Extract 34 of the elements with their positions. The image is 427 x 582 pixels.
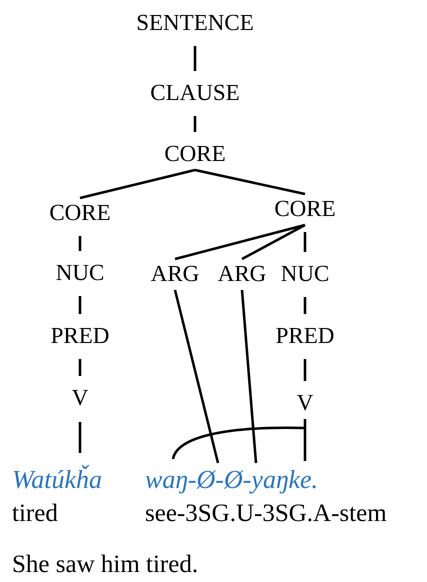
- tree-node-label: V: [296, 390, 314, 416]
- tree-node-label: CLAUSE: [150, 80, 240, 106]
- tree-node-label: ARG: [150, 261, 200, 287]
- tree-branch: [172, 418, 306, 462]
- tree-branch: [194, 46, 196, 71]
- gloss-text: see-3SG.U-3SG.A-stem: [145, 499, 387, 529]
- gloss-text: tired: [12, 499, 59, 529]
- tree-node-label: NUC: [56, 260, 104, 286]
- tree-node-label: V: [72, 385, 88, 411]
- tree-branch: [174, 290, 220, 464]
- tree-branch: [80, 168, 196, 200]
- word-form: Watúkȟa: [12, 465, 102, 495]
- tree-node-label: ARG: [218, 261, 266, 287]
- tree-node-label: CORE: [164, 141, 226, 167]
- tree-node-label: SENTENCE: [136, 10, 254, 36]
- tree-branch: [194, 168, 306, 196]
- tree-branch: [304, 232, 306, 252]
- tree-branch: [78, 359, 82, 376]
- tree-node-label: NUC: [280, 261, 330, 287]
- tree-branch: [304, 297, 306, 314]
- tree-branch: [78, 236, 82, 251]
- tree-branch: [304, 359, 306, 381]
- tree-node-label: CORE: [274, 196, 336, 222]
- tree-branch: [78, 296, 82, 314]
- tree-node-label: CORE: [49, 200, 111, 226]
- tree-branch: [78, 422, 82, 453]
- tree-branch: [240, 290, 258, 464]
- translation-caption: She saw him tired.: [12, 550, 198, 580]
- word-form: waŋ-Ø-Ø-yaŋke.: [145, 465, 320, 495]
- tree-node-label: PRED: [50, 323, 110, 349]
- tree-branch: [194, 116, 196, 132]
- tree-node-label: PRED: [276, 323, 334, 349]
- tree-branch: [241, 224, 306, 260]
- tree-branch: [174, 224, 306, 260]
